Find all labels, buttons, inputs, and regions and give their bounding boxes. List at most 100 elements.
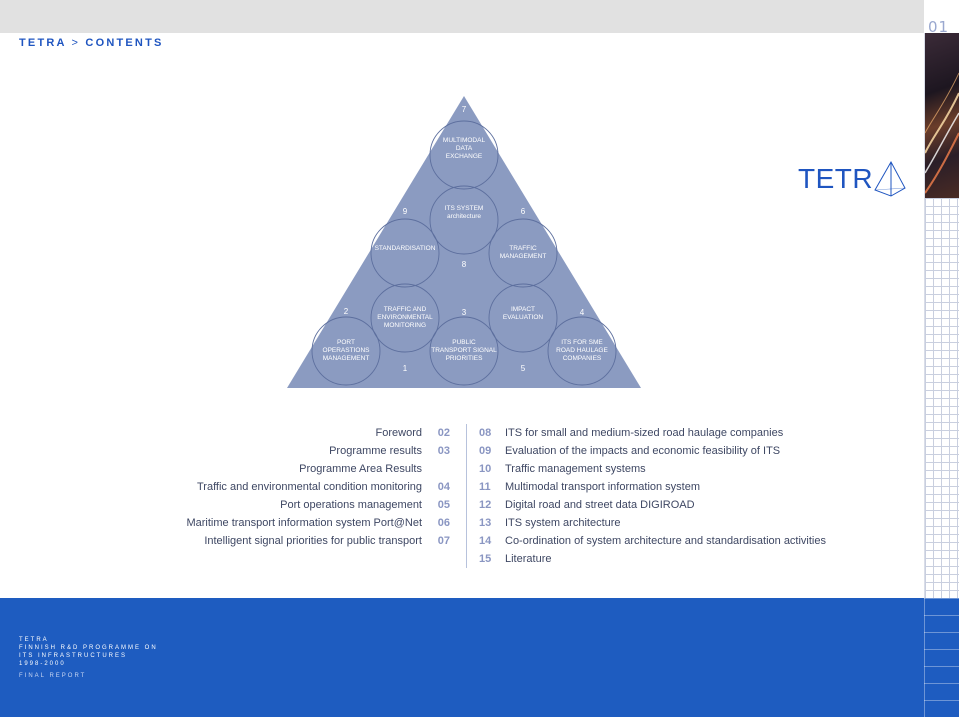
night-traffic-photo: [925, 33, 959, 198]
toc-label: Traffic management systems: [505, 463, 646, 475]
port-label-2: OPERASTIONS: [323, 347, 371, 354]
toc-page: 05: [437, 499, 450, 511]
node-circle-7: [429, 120, 499, 190]
node-circle-port: [311, 316, 381, 386]
footer-band: [0, 598, 924, 717]
node-circle-traffic-management: [488, 218, 558, 288]
toc-label: Intelligent signal priorities for public…: [204, 535, 422, 547]
toc-label: Multimodal transport information system: [505, 481, 701, 493]
node-circle-traffic-env: [370, 283, 440, 353]
impact-label-2: EVALUATION: [503, 314, 544, 321]
header-title: TETRA > CONTENTS: [19, 37, 164, 49]
toc-label: Foreword: [375, 427, 422, 439]
node-6-number: 6: [521, 207, 526, 216]
footer-line: FINNISH R&D PROGRAMME ON: [19, 645, 158, 651]
toc-entry[interactable]: 08 ITS for small and medium-sized road ha…: [479, 424, 929, 442]
toc-label: Literature: [505, 553, 552, 565]
light-trails-image: [925, 72, 959, 194]
toc-entry[interactable]: 15 Literature: [479, 550, 929, 568]
toc-label: ITS for small and medium-sized road haul…: [505, 427, 784, 439]
node-5-number: 5: [521, 364, 526, 373]
its-system-label-1: ITS SYSTEM: [445, 205, 484, 212]
toc-entry[interactable]: 09 Evaluation of the impacts and economic…: [479, 442, 929, 460]
toc-label: Traffic and environmental condition moni…: [196, 481, 422, 493]
node-2-number: 2: [344, 307, 349, 316]
node-circle-public: [429, 316, 499, 386]
programme-pyramid-diagram: 7 MULTIMODAL DATA EXCHANGE 9 ITS SYSTEM …: [287, 96, 641, 388]
footer-grid-decoration: [924, 598, 959, 717]
toc-label: Programme results: [329, 445, 422, 457]
traffic-env-label-1: TRAFFIC AND: [384, 306, 427, 313]
toc-page: 06: [437, 517, 450, 529]
traffic-management-label-2: MANAGEMENT: [500, 253, 547, 260]
node-3-number: 3: [462, 308, 467, 317]
toc-page: 11: [479, 481, 491, 493]
node-1-number: 1: [403, 364, 408, 373]
node-7-label-3: EXCHANGE: [446, 153, 483, 160]
toc-entry[interactable]: Port operations management 05: [150, 496, 450, 514]
its-sme-label-3: COMPANIES: [563, 355, 602, 362]
node-8-number: 8: [462, 260, 467, 269]
node-circle-its-system: [429, 185, 499, 255]
node-circle-its-sme: [547, 316, 617, 386]
toc-label: Evaluation of the impacts and economic f…: [505, 445, 781, 457]
traffic-env-label-2: ENVIRONMENTAL: [377, 314, 433, 321]
toc-entry[interactable]: 12 Digital road and street data DIGIROAD: [479, 496, 929, 514]
standardisation-label: STANDARDISATION: [375, 245, 436, 252]
toc-page: 15: [479, 553, 492, 565]
page-number: 01: [928, 18, 950, 36]
toc-page: 09: [479, 445, 492, 457]
toc-entry[interactable]: 11 Multimodal transport information syste…: [479, 478, 929, 496]
toc-entry[interactable]: 13 ITS system architecture: [479, 514, 929, 532]
toc-label: Programme Area Results: [299, 463, 422, 475]
toc-entry[interactable]: Programme Area Results: [150, 460, 450, 478]
tetra-logo: TETR: [798, 160, 907, 198]
footer-programme-text: TETRA FINNISH R&D PROGRAMME ON ITS INFRA…: [19, 636, 158, 668]
public-label-3: PRIORITIES: [446, 355, 484, 362]
toc-label: Maritime transport information system Po…: [186, 517, 422, 529]
traffic-env-label-3: MONITORING: [384, 322, 426, 329]
toc-entry[interactable]: Intelligent signal priorities for public…: [150, 532, 450, 550]
toc-entry[interactable]: 10 Traffic management systems: [479, 460, 929, 478]
toc-page: 08: [479, 427, 492, 439]
its-sme-label-1: ITS FOR SME: [561, 339, 603, 346]
logo-text: TETR: [798, 163, 874, 194]
public-label-2: TRANSPORT SIGNAL: [431, 347, 497, 354]
footer-report-label: FINAL REPORT: [19, 673, 87, 679]
public-label-1: PUBLIC: [452, 339, 476, 346]
toc-entry[interactable]: Maritime transport information system Po…: [150, 514, 450, 532]
node-circle-standardisation: [370, 218, 440, 288]
toc-right-column: 08 ITS for small and medium-sized road ha…: [466, 424, 929, 568]
footer-line: ITS INFRASTRUCTURES: [19, 653, 128, 659]
traffic-management-label-1: TRAFFIC: [509, 245, 537, 252]
footer-line: 1998-2000: [19, 661, 66, 667]
toc-page: 04: [437, 481, 450, 493]
footer-line: TETRA: [19, 637, 49, 643]
port-label-1: PORT: [337, 339, 355, 346]
node-7-label-1: MULTIMODAL: [443, 137, 486, 144]
node-4-number: 4: [580, 308, 585, 317]
toc-entry[interactable]: Foreword 02: [150, 424, 450, 442]
toc-page: 14: [479, 535, 492, 547]
its-sme-label-2: ROAD HAULAGE: [556, 347, 608, 354]
toc-page: 02: [437, 427, 450, 439]
toc-page: 12: [479, 499, 492, 511]
toc-label: ITS system architecture: [505, 517, 621, 529]
toc-page: 13: [479, 517, 492, 529]
node-9-number: 9: [403, 207, 408, 216]
top-bar: [0, 0, 924, 33]
toc-label: Digital road and street data DIGIROAD: [505, 499, 695, 511]
node-7-number: 7: [462, 105, 467, 114]
node-circle-impact: [488, 283, 558, 353]
its-system-label-2: architecture: [447, 213, 481, 220]
toc-entry[interactable]: Traffic and environmental condition moni…: [150, 478, 450, 496]
header-section: CONTENTS: [85, 37, 164, 49]
toc-label: Port operations management: [280, 499, 422, 511]
header-brand: TETRA: [19, 37, 67, 49]
toc-page: 10: [479, 463, 492, 475]
impact-label-1: IMPACT: [511, 306, 535, 313]
side-grid-decoration: [925, 198, 959, 598]
